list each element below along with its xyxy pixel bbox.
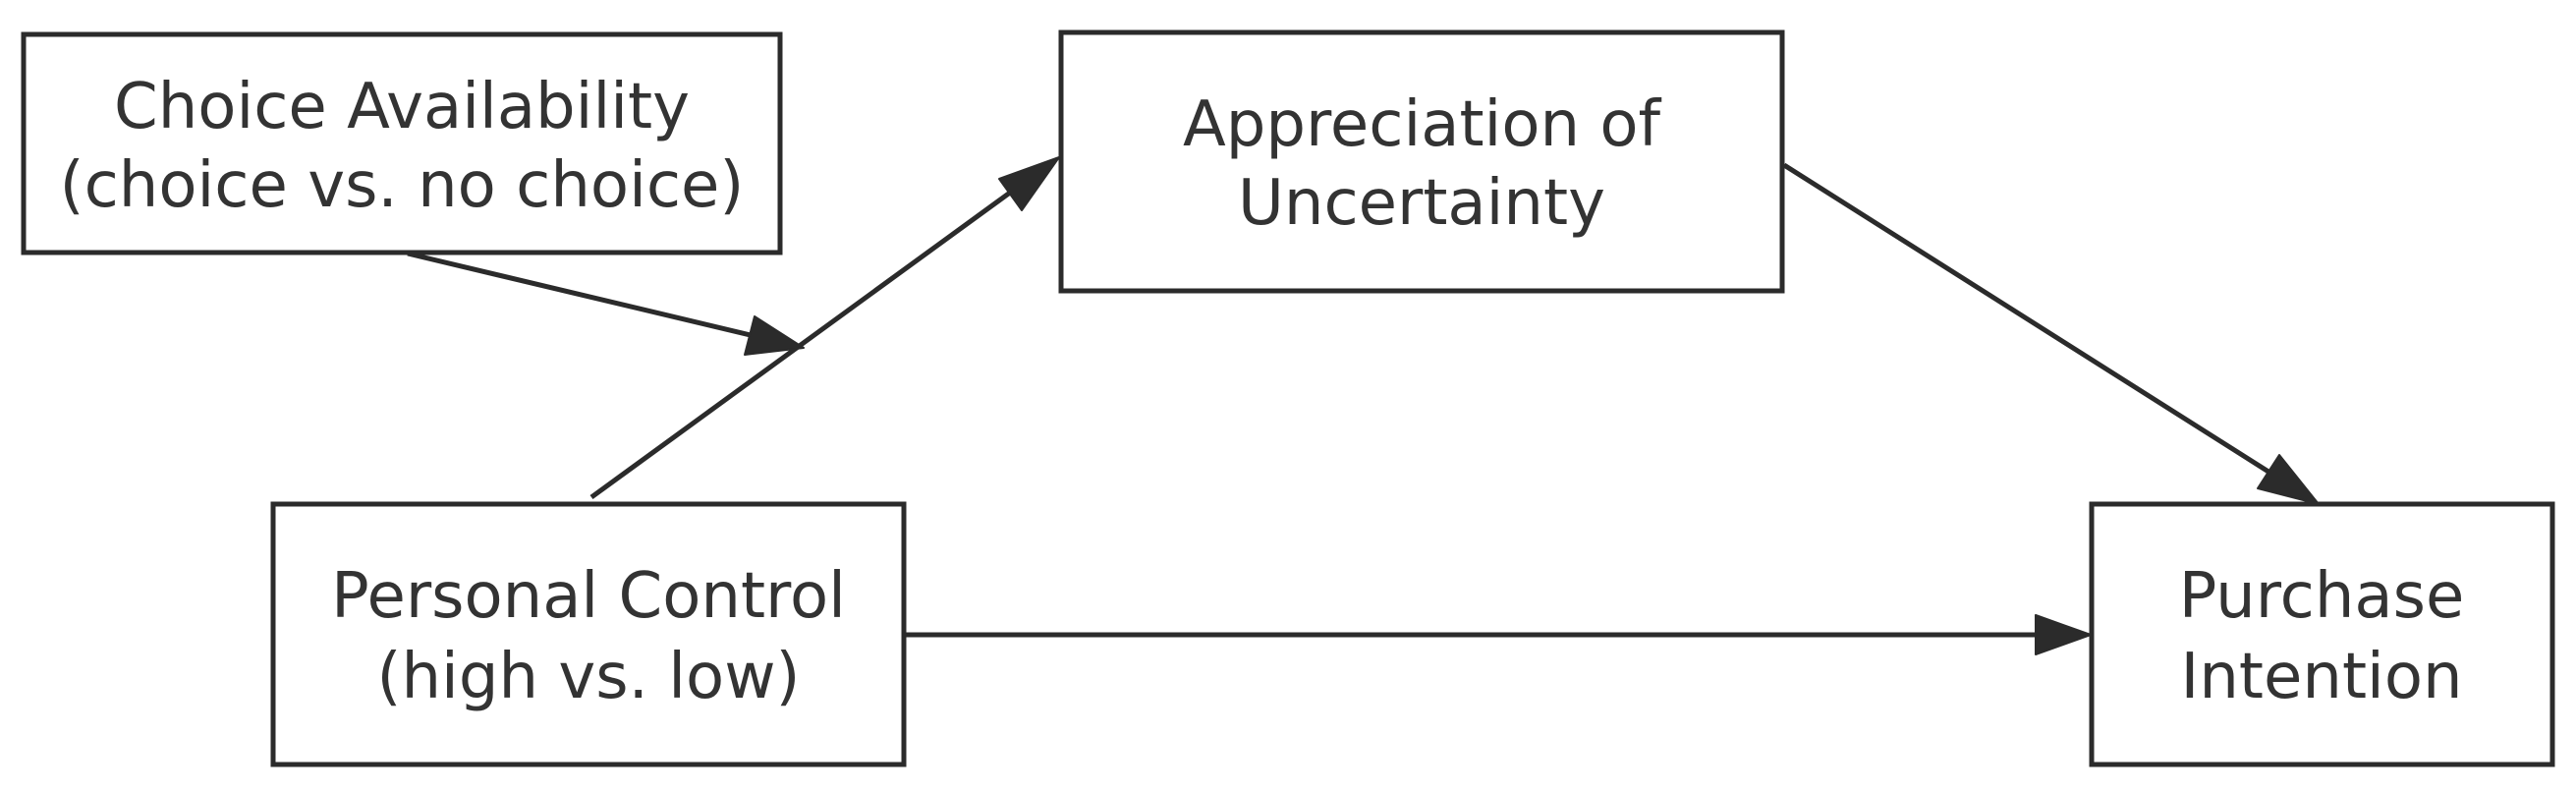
node-label-line2: Intention bbox=[2180, 641, 2462, 713]
node-label-line1: Appreciation of bbox=[1183, 88, 1662, 161]
node-appreciation-of-uncertainty: Appreciation of Uncertainty bbox=[1058, 29, 1785, 294]
arrow-choice-to-path-head bbox=[744, 315, 805, 356]
node-label-line2: Uncertainty bbox=[1238, 167, 1605, 240]
node-label-line1: Purchase bbox=[2179, 560, 2465, 633]
node-personal-control: Personal Control (high vs. low) bbox=[270, 501, 907, 767]
node-box bbox=[1058, 29, 1785, 294]
arrow-uncertainty-to-purchase-line bbox=[1782, 162, 2270, 475]
node-purchase-intention: Purchase Intention bbox=[2089, 501, 2555, 767]
node-box bbox=[270, 501, 907, 767]
node-label-line1: Choice Availability bbox=[114, 71, 690, 143]
node-label-line2: (choice vs. no choice) bbox=[60, 149, 745, 222]
node-box bbox=[21, 31, 783, 255]
arrow-choice-to-path-line bbox=[407, 251, 756, 339]
node-choice-availability: Choice Availability (choice vs. no choic… bbox=[21, 31, 783, 255]
arrow-control-to-purchase-head bbox=[2035, 614, 2092, 655]
arrow-control-to-uncertainty-head bbox=[998, 156, 1060, 211]
node-label-line1: Personal Control bbox=[331, 560, 846, 633]
arrow-uncertainty-to-purchase-head bbox=[2257, 454, 2320, 505]
node-box bbox=[2089, 501, 2555, 767]
node-label-line2: (high vs. low) bbox=[377, 641, 801, 713]
